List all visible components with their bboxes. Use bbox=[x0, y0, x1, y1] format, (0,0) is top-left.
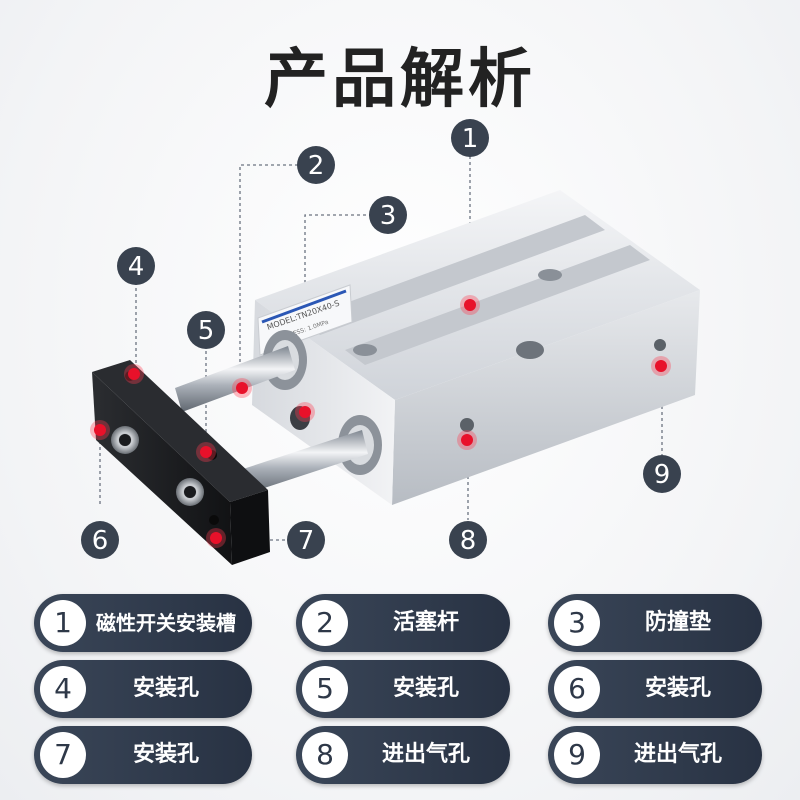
cylinder-right-face bbox=[392, 290, 700, 505]
svg-text:5: 5 bbox=[198, 316, 215, 346]
legend-label: 进出气孔 bbox=[633, 742, 722, 767]
legend-number: 5 bbox=[302, 666, 348, 712]
legend-item-9: 9 进出气孔 bbox=[548, 726, 762, 784]
legend-number: 3 bbox=[554, 600, 600, 646]
callout-7: 7 bbox=[287, 521, 325, 559]
legend-item-1: 1 磁性开关安装槽 bbox=[34, 594, 252, 652]
callout-5: 5 bbox=[187, 311, 225, 349]
legend-label: 安装孔 bbox=[132, 676, 199, 701]
legend-number: 7 bbox=[40, 732, 86, 778]
legend-label: 安装孔 bbox=[392, 676, 459, 701]
svg-text:7: 7 bbox=[298, 526, 315, 556]
legend-label: 磁性开关安装槽 bbox=[96, 611, 236, 635]
marker-dots bbox=[90, 295, 671, 548]
legend-label: 安装孔 bbox=[132, 742, 199, 767]
legend-label: 安装孔 bbox=[644, 676, 711, 701]
callout-9: 9 bbox=[643, 455, 681, 493]
legend-item-4: 4 安装孔 bbox=[34, 660, 252, 718]
legend-item-8: 8 进出气孔 bbox=[296, 726, 510, 784]
legend-label: 防撞垫 bbox=[644, 610, 711, 635]
legend-item-7: 7 安装孔 bbox=[34, 726, 252, 784]
svg-text:4: 4 bbox=[128, 252, 145, 282]
piston-rod-lower bbox=[240, 430, 368, 494]
legend-number: 9 bbox=[554, 732, 600, 778]
svg-text:2: 2 bbox=[308, 151, 325, 181]
page-title: 产品解析 bbox=[264, 43, 536, 117]
callout-4: 4 bbox=[117, 247, 155, 285]
legend-number: 1 bbox=[40, 600, 86, 646]
cylinder-diagram: MODEL:TN20X40-S MAX PRESS: 1.0MPa bbox=[81, 119, 700, 565]
legend-label: 进出气孔 bbox=[381, 742, 470, 767]
legend-number: 6 bbox=[554, 666, 600, 712]
svg-text:1: 1 bbox=[462, 124, 479, 154]
callout-6: 6 bbox=[81, 521, 119, 559]
legend-number: 4 bbox=[40, 666, 86, 712]
legend-grid: 1 磁性开关安装槽 2 活塞杆 3 防撞垫 4 安装孔 5 安装孔 6 安装孔 … bbox=[0, 590, 800, 790]
piston-rod-upper bbox=[175, 346, 295, 412]
svg-text:9: 9 bbox=[654, 460, 671, 490]
legend-item-3: 3 防撞垫 bbox=[548, 594, 762, 652]
legend-item-2: 2 活塞杆 bbox=[296, 594, 510, 652]
legend-number: 2 bbox=[302, 600, 348, 646]
svg-text:3: 3 bbox=[380, 201, 397, 231]
callout-8: 8 bbox=[449, 521, 487, 559]
legend-label: 活塞杆 bbox=[392, 610, 459, 635]
callout-2: 2 bbox=[297, 146, 335, 184]
legend-number: 8 bbox=[302, 732, 348, 778]
end-plate bbox=[92, 360, 270, 565]
svg-text:6: 6 bbox=[92, 526, 109, 556]
legend-item-6: 6 安装孔 bbox=[548, 660, 762, 718]
svg-text:8: 8 bbox=[460, 526, 477, 556]
callout-1: 1 bbox=[451, 119, 489, 157]
legend-item-5: 5 安装孔 bbox=[296, 660, 510, 718]
callout-3: 3 bbox=[369, 196, 407, 234]
